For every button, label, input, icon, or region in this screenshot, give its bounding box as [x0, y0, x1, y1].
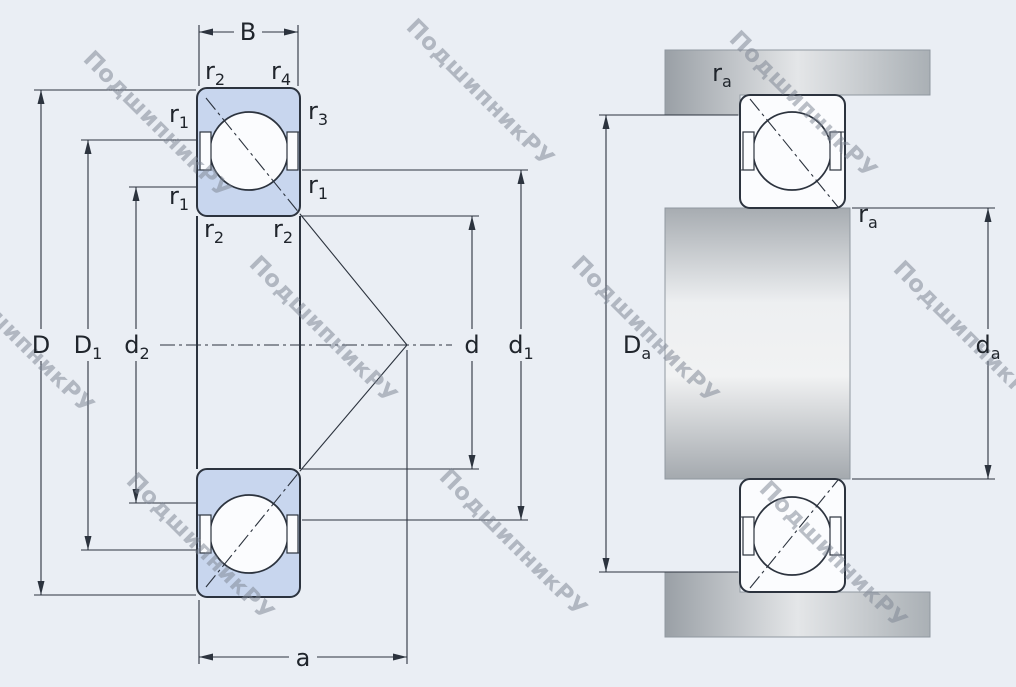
ring-side-faces — [196, 216, 301, 469]
contact-axis-lines — [749, 98, 839, 589]
mounting-dimensions-view — [599, 49, 995, 638]
dim-label-Da: Da — [623, 331, 651, 363]
dim-label-B: B — [240, 18, 256, 46]
dim-label-d: d — [464, 331, 479, 359]
dim-label-D1: D1 — [74, 331, 103, 363]
radius-label-r2-bottom-left: r2 — [204, 215, 224, 247]
ring-split-lines — [740, 131, 845, 556]
radius-label-ra-housing: ra — [712, 59, 732, 91]
contact-angle-lines — [299, 213, 408, 472]
radius-label-r2-top-left: r2 — [205, 57, 225, 89]
labels-layer: B r2 r4 r1 r3 r1 r1 r2 r2 D D1 d2 d d1 a… — [32, 18, 1001, 672]
watermark-text: ПодшипникРУ — [888, 256, 1016, 414]
dim-label-da: da — [975, 331, 1000, 363]
bearing-cross-section-view — [34, 25, 528, 664]
radius-label-r2-bottom-right: r2 — [273, 215, 293, 247]
dimension-and-extension-lines — [34, 25, 528, 664]
radius-label-r3-upper-right: r3 — [308, 97, 328, 129]
watermarks-layer: ПодшипникРУ ПодшипникРУ ПодшипникРУ Подш… — [0, 14, 1016, 634]
dimension-and-extension-lines — [599, 114, 995, 573]
radius-label-r1-lower-left: r1 — [169, 182, 189, 214]
dim-label-a: a — [296, 644, 311, 672]
dim-label-d2: d2 — [124, 331, 149, 363]
radius-label-r4-top-right: r4 — [271, 57, 291, 89]
dim-label-D: D — [32, 331, 50, 359]
ring-split-lines — [197, 131, 300, 554]
radius-label-r1-upper-left: r1 — [169, 100, 189, 132]
radius-label-ra-shaft: ra — [858, 200, 878, 232]
watermark-text: ПодшипникРУ — [434, 464, 592, 622]
shaft-section — [664, 207, 851, 480]
center-and-contact-axis-lines — [160, 97, 452, 588]
radius-label-r1-lower-right: r1 — [308, 171, 328, 203]
watermark-text: ПодшипникРУ — [401, 14, 559, 172]
dim-label-d1: d1 — [508, 331, 533, 363]
watermark-text: ПодшипникРУ — [244, 251, 402, 409]
